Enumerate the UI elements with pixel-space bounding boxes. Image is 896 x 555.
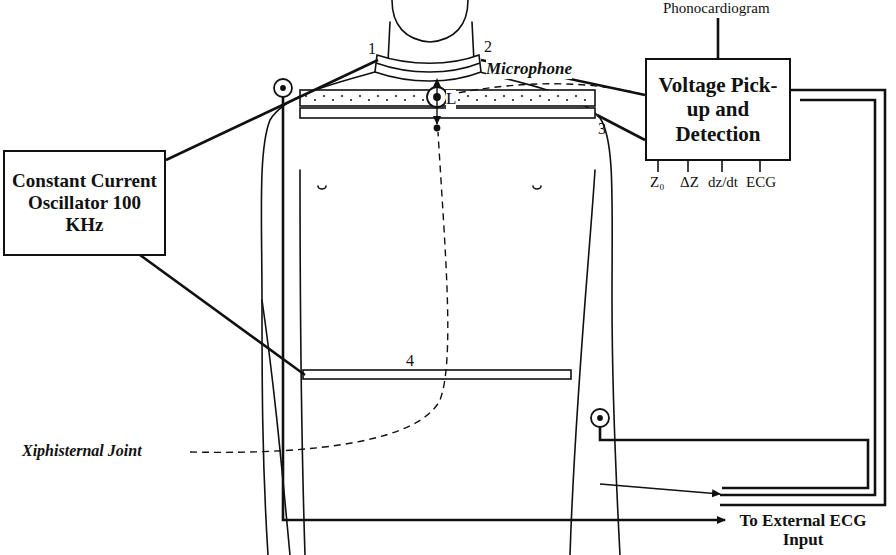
signal-name: dz/dt (708, 174, 738, 191)
part-label: Xiphisternal Joint (22, 442, 142, 460)
signal-label: Phonocardiogram (663, 0, 770, 17)
callout-number: 1 (368, 40, 376, 58)
output-label: To External ECG Input (728, 512, 878, 549)
part-label: Microphone (486, 60, 572, 79)
dimension-label: L (446, 90, 456, 109)
box-text: Voltage Pick-up and Detection (653, 73, 783, 145)
callout-number: 4 (406, 352, 414, 370)
detector-box: Voltage Pick-up and Detection (645, 58, 791, 161)
callout-number: 3 (598, 120, 606, 138)
signal-name: ΔZ (680, 174, 699, 191)
callout-number: 2 (484, 38, 492, 56)
signal-name: ECG (746, 174, 776, 191)
oscillator-box: Constant Current Oscillator 100 KHz (3, 150, 166, 256)
signal-name: Z₀ (650, 174, 664, 191)
box-text: Constant Current Oscillator 100 KHz (11, 170, 158, 236)
